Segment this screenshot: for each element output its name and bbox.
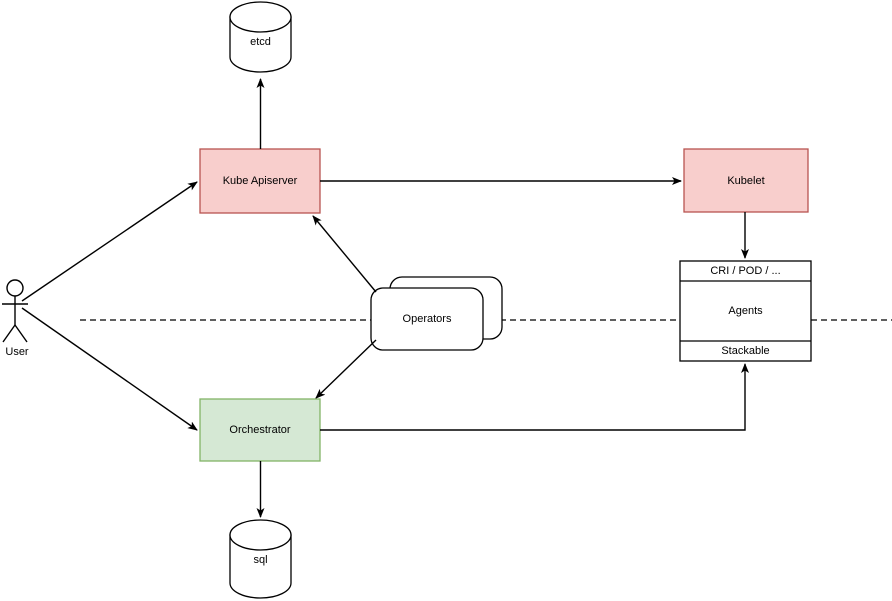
node-etcd [229,1,292,73]
edge-operators-to-orchestrator [315,339,377,399]
edge-orchestrator-to-agents [320,363,749,431]
node-kubelet [683,148,809,213]
node-orchestrator [199,398,321,462]
edge-user-to-apiserver [21,181,198,302]
node-kube-apiserver [199,148,321,214]
node-operators [370,276,503,351]
edge-operators-to-apiserver [312,215,377,293]
node-sql [229,519,292,599]
node-user-actor [2,279,28,343]
edge-user-to-orchestrator [21,307,198,431]
node-agents [679,260,812,362]
